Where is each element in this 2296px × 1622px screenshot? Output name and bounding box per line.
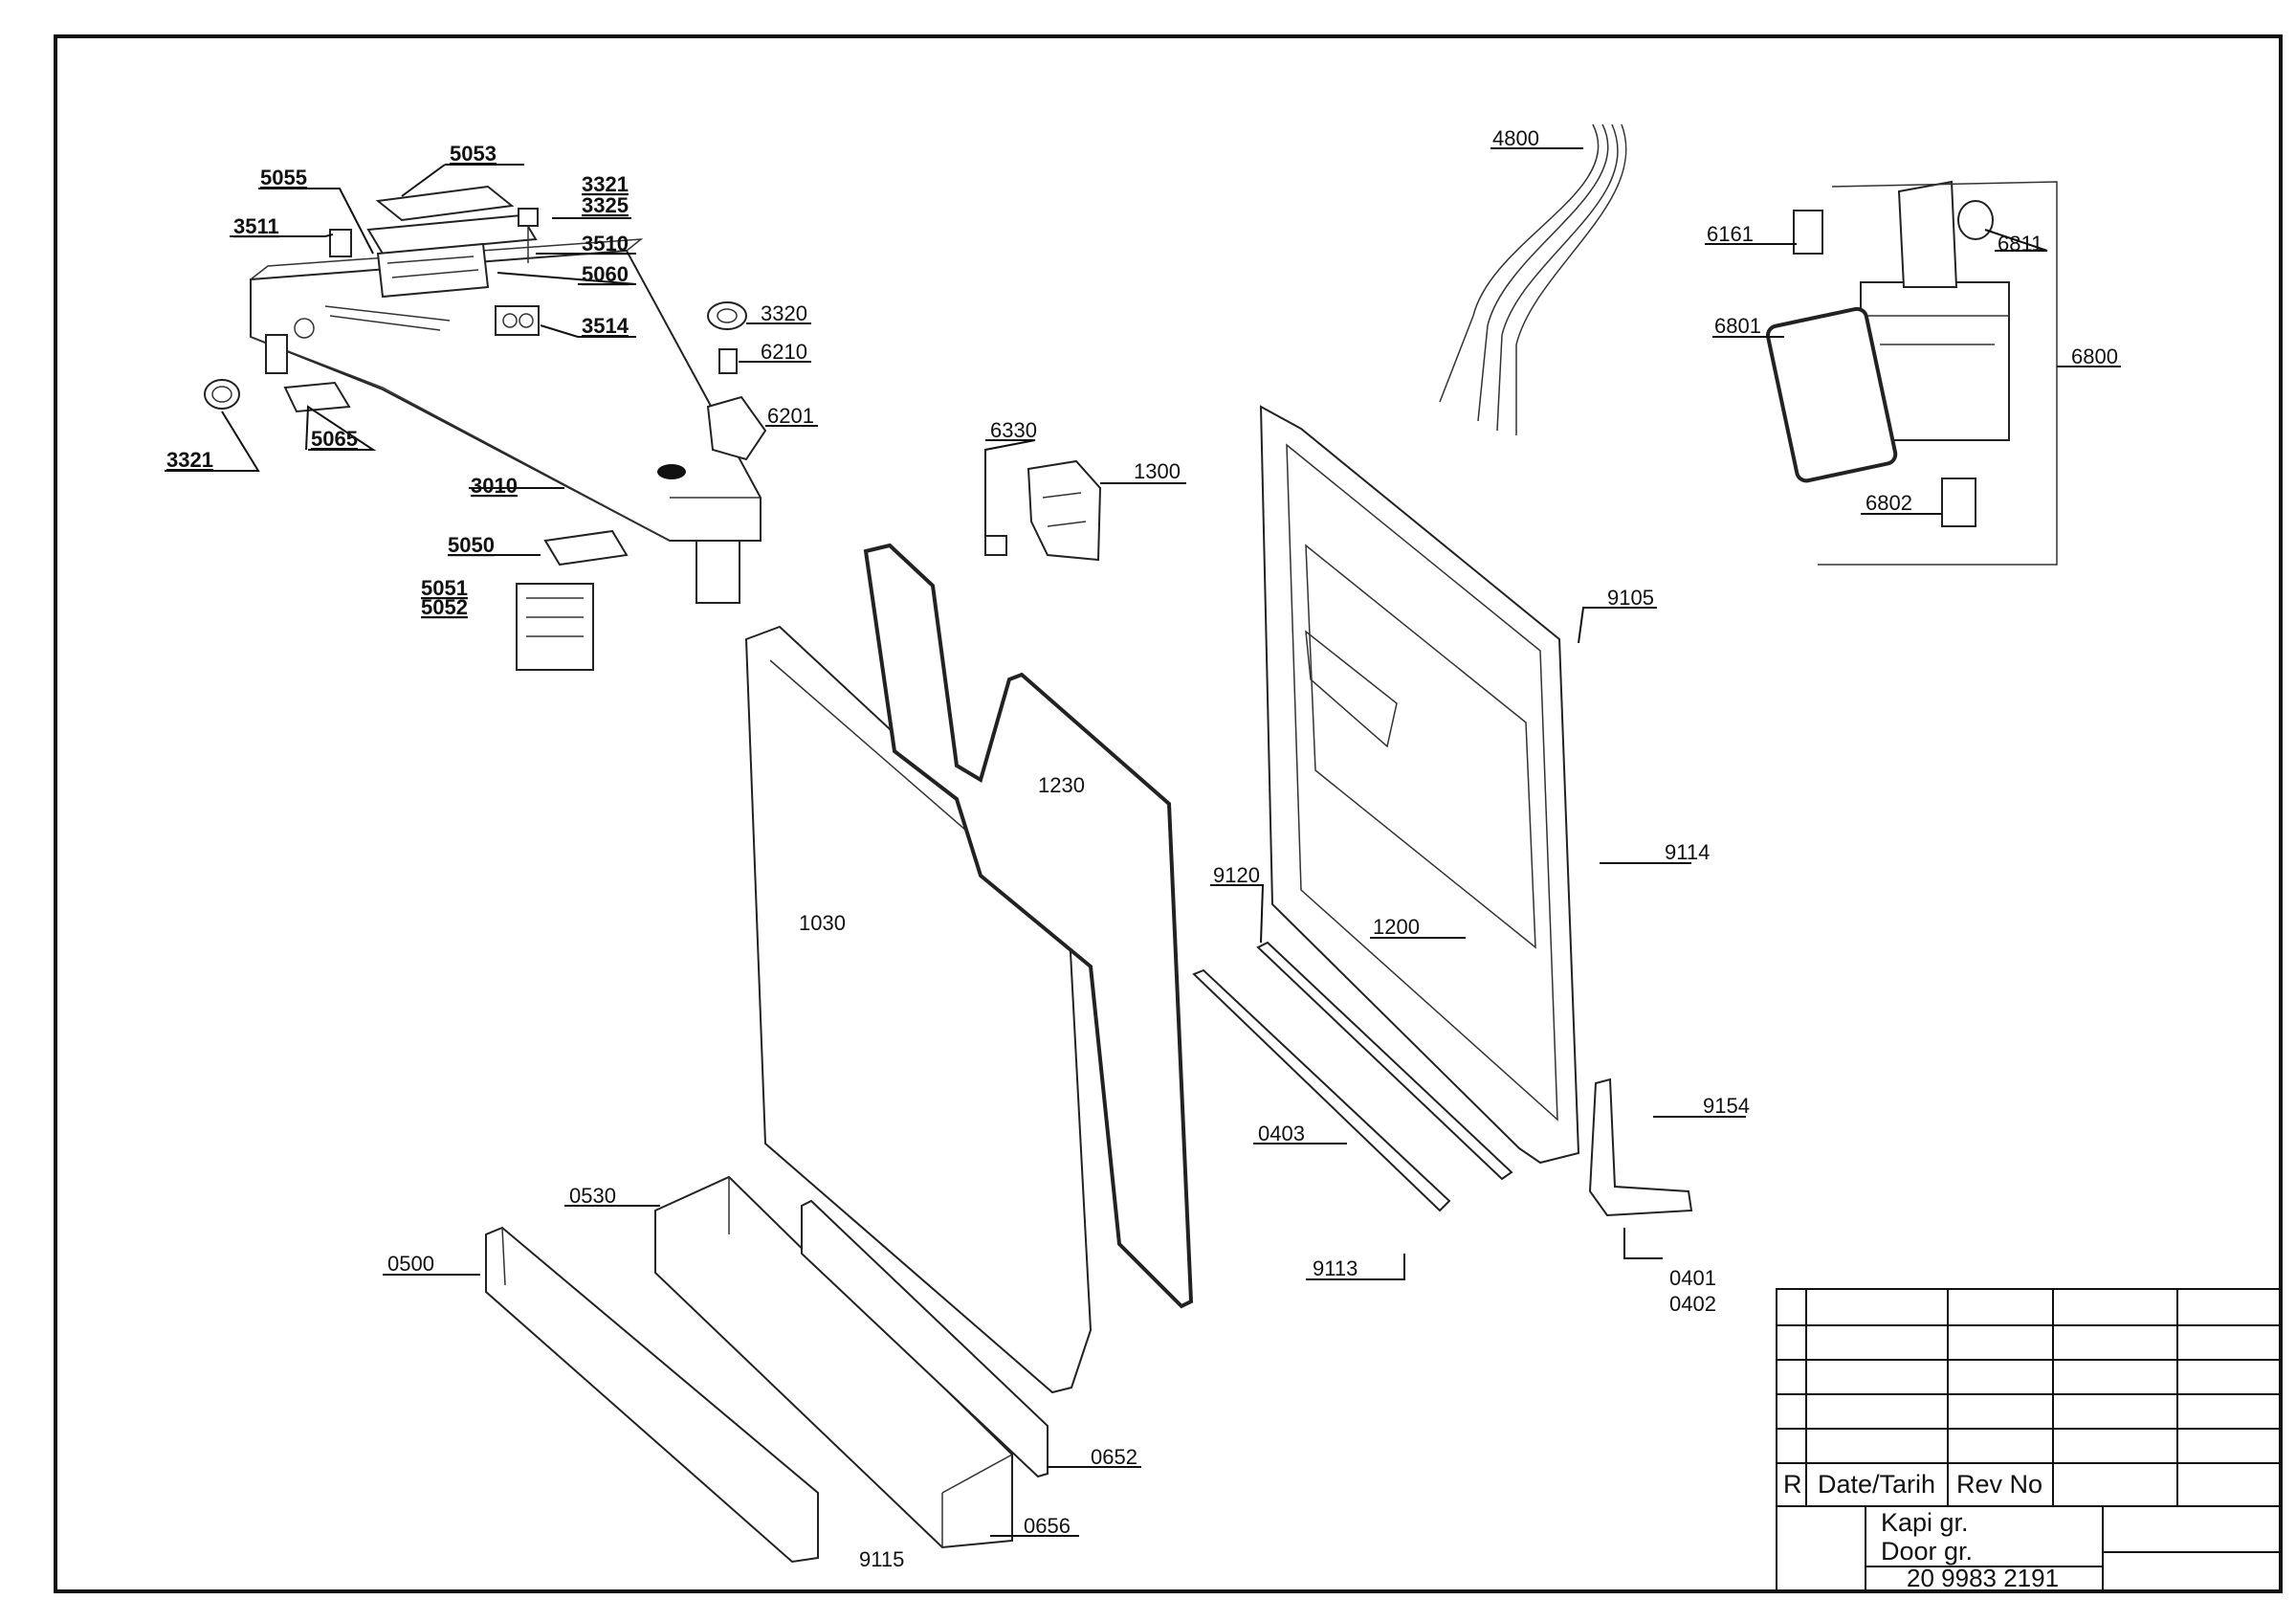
title-block-rev-no-col: Rev No [1956, 1470, 2042, 1499]
inner-door-1200 [1259, 405, 1580, 1165]
callout-6330: 6330 [990, 418, 1037, 442]
callout-9154: 9154 [1703, 1094, 1750, 1118]
callout-5050: 5050 [448, 533, 495, 557]
callout-0530: 0530 [569, 1184, 616, 1208]
seal-6811 [1957, 200, 1994, 240]
callout-9113: 9113 [1313, 1256, 1358, 1280]
board-5050 [543, 529, 629, 567]
callout-5065: 5065 [311, 427, 358, 451]
callout-0652: 0652 [1091, 1445, 1137, 1469]
callout-1230: 1230 [1038, 773, 1085, 797]
title-block: R Date/Tarih Rev No Kapi gr. Door gr. 20… [1776, 1288, 2282, 1592]
callout-9105: 9105 [1607, 586, 1654, 610]
bracket-1300 [1027, 459, 1102, 562]
control-panel-3010 [250, 238, 762, 604]
callout-0403: 0403 [1258, 1122, 1305, 1145]
title-block-r-col: R [1783, 1470, 1802, 1499]
callout-5055: 5055 [260, 166, 307, 189]
title-block-title-tr: Kapi gr. [1881, 1508, 1969, 1537]
callout-9114: 9114 [1665, 840, 1710, 864]
callout-6801: 6801 [1714, 314, 1761, 338]
callout-5060: 5060 [582, 262, 629, 286]
callout-6161: 6161 [1707, 222, 1754, 246]
callout-5053: 5053 [450, 142, 497, 166]
callout-labels: 5053 5055 3511 3321 3325 3510 5060 3514 … [166, 126, 2118, 1571]
callout-3010: 3010 [471, 474, 518, 498]
title-block-date-col: Date/Tarih [1818, 1470, 1935, 1499]
leader-lines [165, 147, 2121, 1537]
sensor-6201 [706, 395, 767, 461]
shaft-6210 [718, 348, 738, 374]
callout-9120: 9120 [1213, 863, 1260, 887]
callout-9115: 9115 [859, 1547, 904, 1571]
knob-3514 [495, 305, 540, 336]
strip-9120 [1256, 941, 1513, 1181]
callout-0401: 0401 [1669, 1266, 1716, 1290]
title-block-title-en: Door gr. [1881, 1537, 1973, 1566]
callout-0656: 0656 [1024, 1514, 1071, 1538]
module-5051 [516, 583, 594, 671]
callout-5052: 5052 [421, 595, 468, 619]
callout-3321-left: 3321 [166, 448, 213, 472]
hose-bundle-4800 [1439, 123, 1627, 435]
sheet-border [54, 34, 2283, 1593]
callout-0500: 0500 [387, 1252, 434, 1276]
callout-6811: 6811 [1998, 232, 2042, 256]
valve-6802 [1941, 478, 1976, 527]
callout-6201: 6201 [767, 404, 814, 428]
callout-3320: 3320 [761, 301, 807, 325]
callout-3514: 3514 [582, 314, 629, 338]
clip-3511 [329, 229, 352, 257]
callout-4800: 4800 [1492, 126, 1539, 150]
knob-3321 [204, 379, 240, 410]
gasket-6801 [1765, 306, 1898, 483]
callout-1030: 1030 [799, 911, 846, 935]
hinge-0401 [1588, 1078, 1693, 1217]
selector-3320 [707, 301, 747, 330]
strip-0652 [801, 1199, 1049, 1478]
callout-6800: 6800 [2071, 344, 2118, 368]
callout-1200: 1200 [1373, 915, 1420, 939]
callout-0402: 0402 [1669, 1292, 1716, 1316]
label-5065 [283, 381, 351, 413]
gasket-1230 [863, 543, 1194, 1309]
board-5060 [376, 242, 490, 299]
callout-6802: 6802 [1866, 491, 1912, 515]
bracket-6161 [1793, 210, 1823, 255]
clip-6330 [984, 535, 1007, 556]
callout-3511: 3511 [233, 214, 279, 238]
callout-3325: 3325 [582, 193, 629, 217]
callout-6210: 6210 [761, 340, 807, 364]
display-window-5053 [366, 185, 538, 256]
callout-5051: 5051 [421, 576, 468, 600]
button-3325 [518, 208, 539, 227]
outer-door-1030 [744, 625, 1093, 1394]
callout-3321-top: 3321 [582, 172, 629, 196]
callout-1300: 1300 [1134, 459, 1181, 483]
title-block-drawing-number: 20 9983 2191 [1907, 1564, 2059, 1592]
callout-3510: 3510 [582, 232, 629, 256]
seal-0403 [1192, 968, 1451, 1212]
